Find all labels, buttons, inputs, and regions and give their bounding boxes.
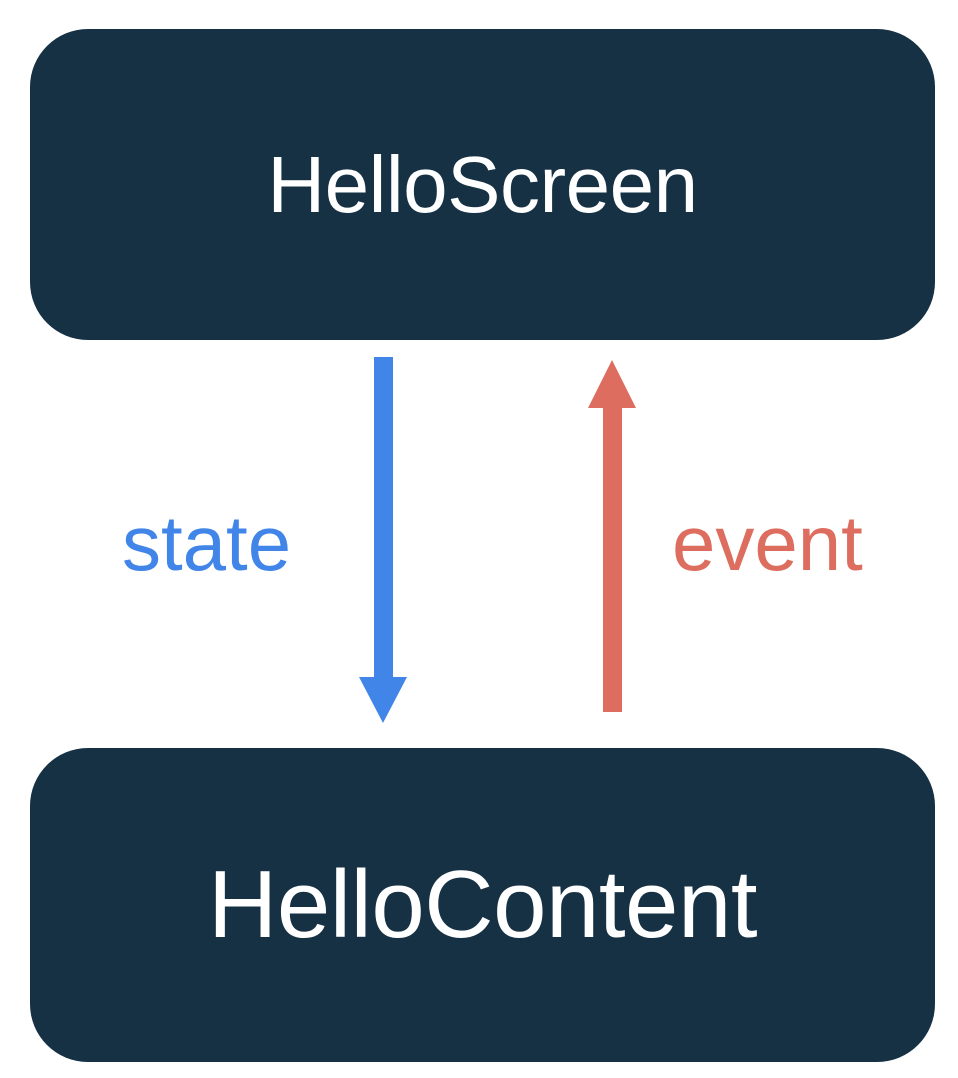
edge-label-state: state [122,499,292,587]
node-hello-content-label: HelloContent [208,851,758,958]
node-hello-screen-label: HelloScreen [267,139,698,229]
node-hello-screen[interactable]: HelloScreen [30,29,935,340]
event-arrow [588,360,636,712]
edge-label-event: event [672,499,863,587]
state-arrow [359,357,407,723]
state-arrow-head-icon [359,677,407,723]
event-arrow-head-icon [588,360,636,408]
state-arrow-shaft [374,357,393,679]
event-arrow-shaft [603,406,622,712]
node-hello-content[interactable]: HelloContent [30,748,935,1062]
